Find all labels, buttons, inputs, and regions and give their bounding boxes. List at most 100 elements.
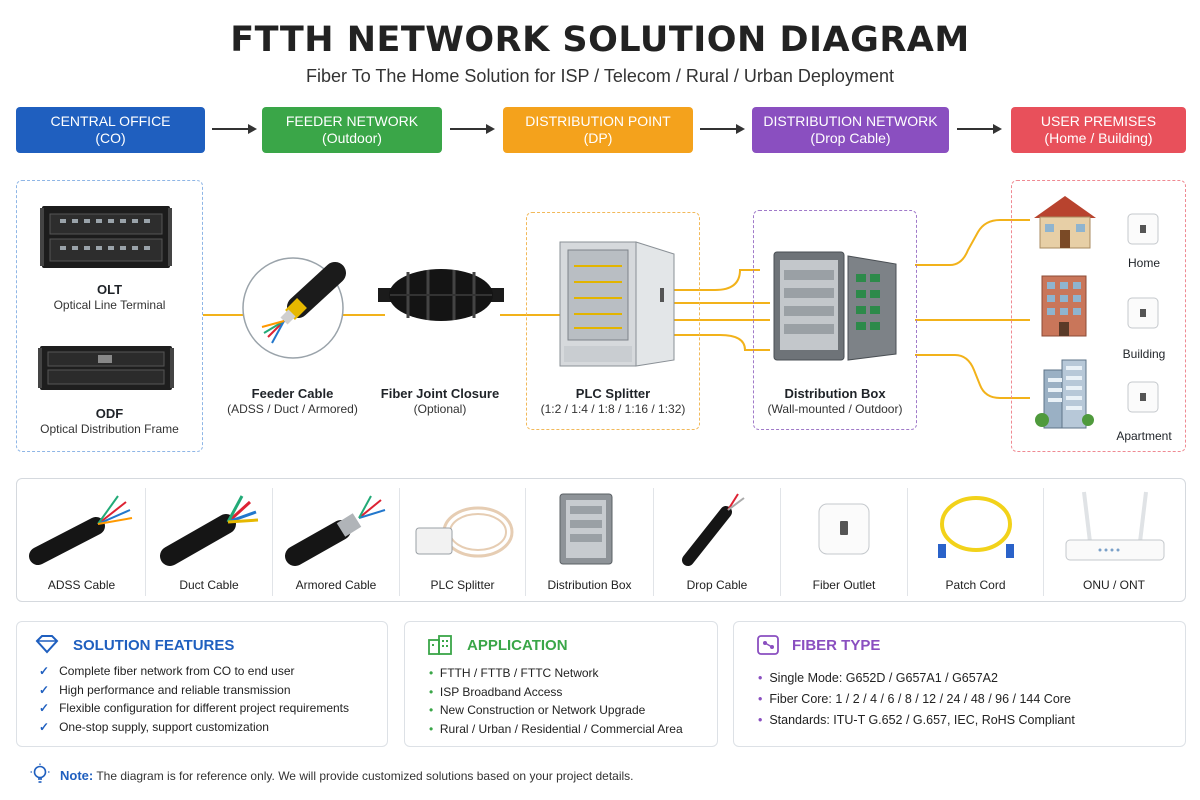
apartment-icon — [1035, 359, 1094, 429]
feature-text: High performance and reliable transmissi… — [59, 682, 291, 697]
olt-device-icon — [40, 206, 172, 268]
check-icon: ✓ — [39, 701, 50, 715]
product-name: ADSS Cable — [47, 578, 116, 592]
adss-cable-icon — [29, 495, 133, 565]
stage-title: FEEDER NETWORK — [285, 113, 419, 129]
stage-subtitle: (Outdoor) — [322, 130, 382, 146]
odf-device-icon — [38, 346, 174, 390]
stage-user-premises: USER PREMISES (Home / Building) — [1011, 107, 1186, 153]
user-premises-group — [1011, 180, 1186, 452]
stage-subtitle: (CO) — [95, 130, 126, 146]
feeder-cable-label: Feeder Cable (ADSS / Duct / Armored) — [215, 386, 370, 416]
application-text: New Construction or Network Upgrade — [439, 703, 646, 717]
product-strip — [16, 478, 1186, 602]
product-onu-ont: ONU / ONT — [1044, 488, 1184, 596]
plc-splitter-module-icon — [415, 506, 514, 558]
feature-text: Complete fiber network from CO to end us… — [59, 664, 295, 678]
feeder-cable-icon — [242, 257, 346, 359]
feeder-cable-description: (ADSS / Duct / Armored) — [227, 402, 358, 416]
distribution-box-label: Distribution Box (Wall-mounted / Outdoor… — [753, 386, 917, 416]
plc-splitter-description: (1:2 / 1:4 / 1:8 / 1:16 / 1:32) — [540, 402, 686, 416]
product-name: PLC Splitter — [430, 578, 495, 592]
fiber-network-icon — [757, 635, 779, 655]
fiber-type-item: • Fiber Core: 1 / 2 / 4 / 6 / 8 / 12 / 2… — [758, 689, 1075, 710]
product-patch-cord: Patch Cord — [908, 488, 1044, 596]
bullet-icon: • — [758, 713, 763, 727]
plc-splitter-label: PLC Splitter (1:2 / 1:4 / 1:8 / 1:16 / 1… — [526, 386, 700, 416]
feature-text: One-stop supply, support customization — [59, 719, 269, 734]
duct-cable-icon — [160, 495, 259, 566]
feature-item: ✓ High performance and reliable transmis… — [39, 681, 349, 700]
product-plc-splitter: PLC Splitter — [400, 488, 526, 596]
product-fiber-outlet: Fiber Outlet — [781, 488, 908, 596]
fiber-type-text: Fiber Core: 1 / 2 / 4 / 6 / 8 / 12 / 24 … — [769, 692, 1071, 706]
plc-splitter-group — [526, 212, 700, 430]
plc-splitter-cabinet-icon — [559, 241, 675, 367]
feature-item: ✓ Flexible configuration for different p… — [39, 699, 349, 718]
product-adss-cable: ADSS Cable — [18, 488, 146, 596]
fiber-joint-closure-icon — [378, 269, 504, 321]
lightbulb-icon — [30, 763, 50, 783]
olt-label: OLT Optical Line Terminal — [16, 282, 203, 312]
fiber-outlet-icon — [1127, 381, 1159, 413]
distribution-box-name: Distribution Box — [784, 386, 886, 401]
distribution-box-icon — [773, 251, 897, 361]
distribution-box-product-icon — [559, 493, 613, 565]
stage-feeder-network: FEEDER NETWORK (Outdoor) — [262, 107, 442, 153]
building-icon — [1041, 275, 1087, 337]
check-icon: ✓ — [39, 719, 50, 734]
bullet-icon: • — [758, 671, 763, 685]
feature-item: ✓ Complete fiber network from CO to end … — [39, 662, 349, 681]
application-panel: APPLICATION • FTTH / FTTB / FTTC Network… — [404, 621, 718, 747]
stage-subtitle: (Home / Building) — [1044, 130, 1153, 146]
central-office-group — [16, 180, 203, 452]
fiber-type-text: Standards: ITU-T G.652 / G.657, IEC, RoH… — [769, 713, 1075, 727]
product-name: Armored Cable — [295, 578, 377, 592]
product-name: ONU / ONT — [1083, 578, 1145, 592]
premises-building-label: Building — [1122, 347, 1166, 361]
stage-central-office: CENTRAL OFFICE (CO) — [16, 107, 205, 153]
feature-item: ✓ One-stop supply, support customization — [39, 718, 349, 737]
fiber-outlet-icon — [1127, 213, 1159, 245]
feature-text: Flexible configuration for different pro… — [59, 701, 350, 715]
stage-title: USER PREMISES — [1040, 113, 1157, 129]
armored-cable-icon — [285, 495, 386, 566]
olt-name: OLT — [96, 282, 123, 297]
application-text: ISP Broadband Access — [439, 684, 563, 699]
fiber-type-panel: FIBER TYPE • Single Mode: G652D / G657A1… — [733, 621, 1186, 747]
arrow-right-icon — [450, 124, 495, 134]
buildings-icon — [428, 635, 452, 655]
odf-description: Optical Distribution Frame — [40, 422, 179, 436]
arrow-right-icon — [957, 124, 1002, 134]
stage-subtitle: (DP) — [583, 130, 613, 146]
product-duct-cable: Duct Cable — [146, 488, 273, 596]
fiber-joint-closure-name: Fiber Joint Closure — [380, 386, 500, 401]
stage-title: DISTRIBUTION POINT — [525, 113, 671, 129]
fiber-type-item: • Standards: ITU-T G.652 / G.657, IEC, R… — [758, 710, 1075, 731]
application-item: • Rural / Urban / Residential / Commerci… — [429, 720, 683, 739]
application-text: Rural / Urban / Residential / Commercial… — [439, 721, 683, 736]
bullet-icon: • — [429, 666, 434, 680]
diamond-icon — [35, 635, 59, 654]
product-name: Distribution Box — [547, 578, 632, 592]
check-icon: ✓ — [39, 682, 50, 697]
plc-splitter-name: PLC Splitter — [575, 386, 651, 401]
note-line: Note: The diagram is for reference only.… — [60, 768, 634, 783]
application-title: APPLICATION — [467, 637, 568, 654]
olt-description: Optical Line Terminal — [53, 298, 166, 312]
application-list: • FTTH / FTTB / FTTC Network • ISP Broad… — [429, 664, 683, 738]
solution-features-title: SOLUTION FEATURES — [73, 637, 235, 654]
product-name: Patch Cord — [945, 578, 1006, 592]
product-name: Drop Cable — [686, 578, 748, 592]
fiber-outlet-product-icon — [818, 503, 870, 555]
fiber-joint-closure-description: (Optional) — [413, 402, 467, 416]
arrow-right-icon — [700, 124, 745, 134]
drop-cable-icon — [682, 493, 745, 566]
note-label: Note: — [60, 768, 94, 783]
application-item: • FTTH / FTTB / FTTC Network — [429, 664, 683, 683]
product-armored-cable: Armored Cable — [273, 488, 400, 596]
stage-title: DISTRIBUTION NETWORK — [763, 113, 938, 129]
arrow-right-icon — [212, 124, 257, 134]
product-name: Fiber Outlet — [812, 578, 876, 592]
onu-router-icon — [1065, 491, 1165, 561]
